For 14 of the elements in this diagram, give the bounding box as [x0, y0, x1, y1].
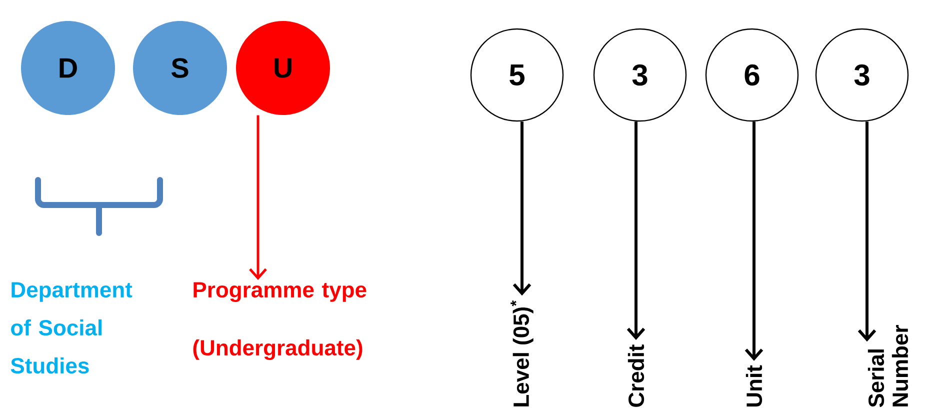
arrow — [626, 122, 646, 340]
arrow — [744, 122, 764, 361]
rotated-label: Unit — [746, 365, 762, 406]
circle-node: D — [21, 21, 115, 115]
rotated-label: Level (05)$^{*}$ — [510, 300, 534, 406]
circle-node: S — [133, 21, 227, 115]
arrow — [512, 122, 532, 296]
circle-node: U — [236, 21, 330, 115]
rotated-label: Serial Number — [868, 325, 908, 408]
label-text: Department of Social Studies — [10, 282, 132, 374]
label-text: Programme type (Undergraduate) — [193, 282, 366, 360]
arrow — [249, 115, 267, 280]
arrow — [858, 122, 876, 342]
rotated-label: Credit — [628, 344, 644, 407]
